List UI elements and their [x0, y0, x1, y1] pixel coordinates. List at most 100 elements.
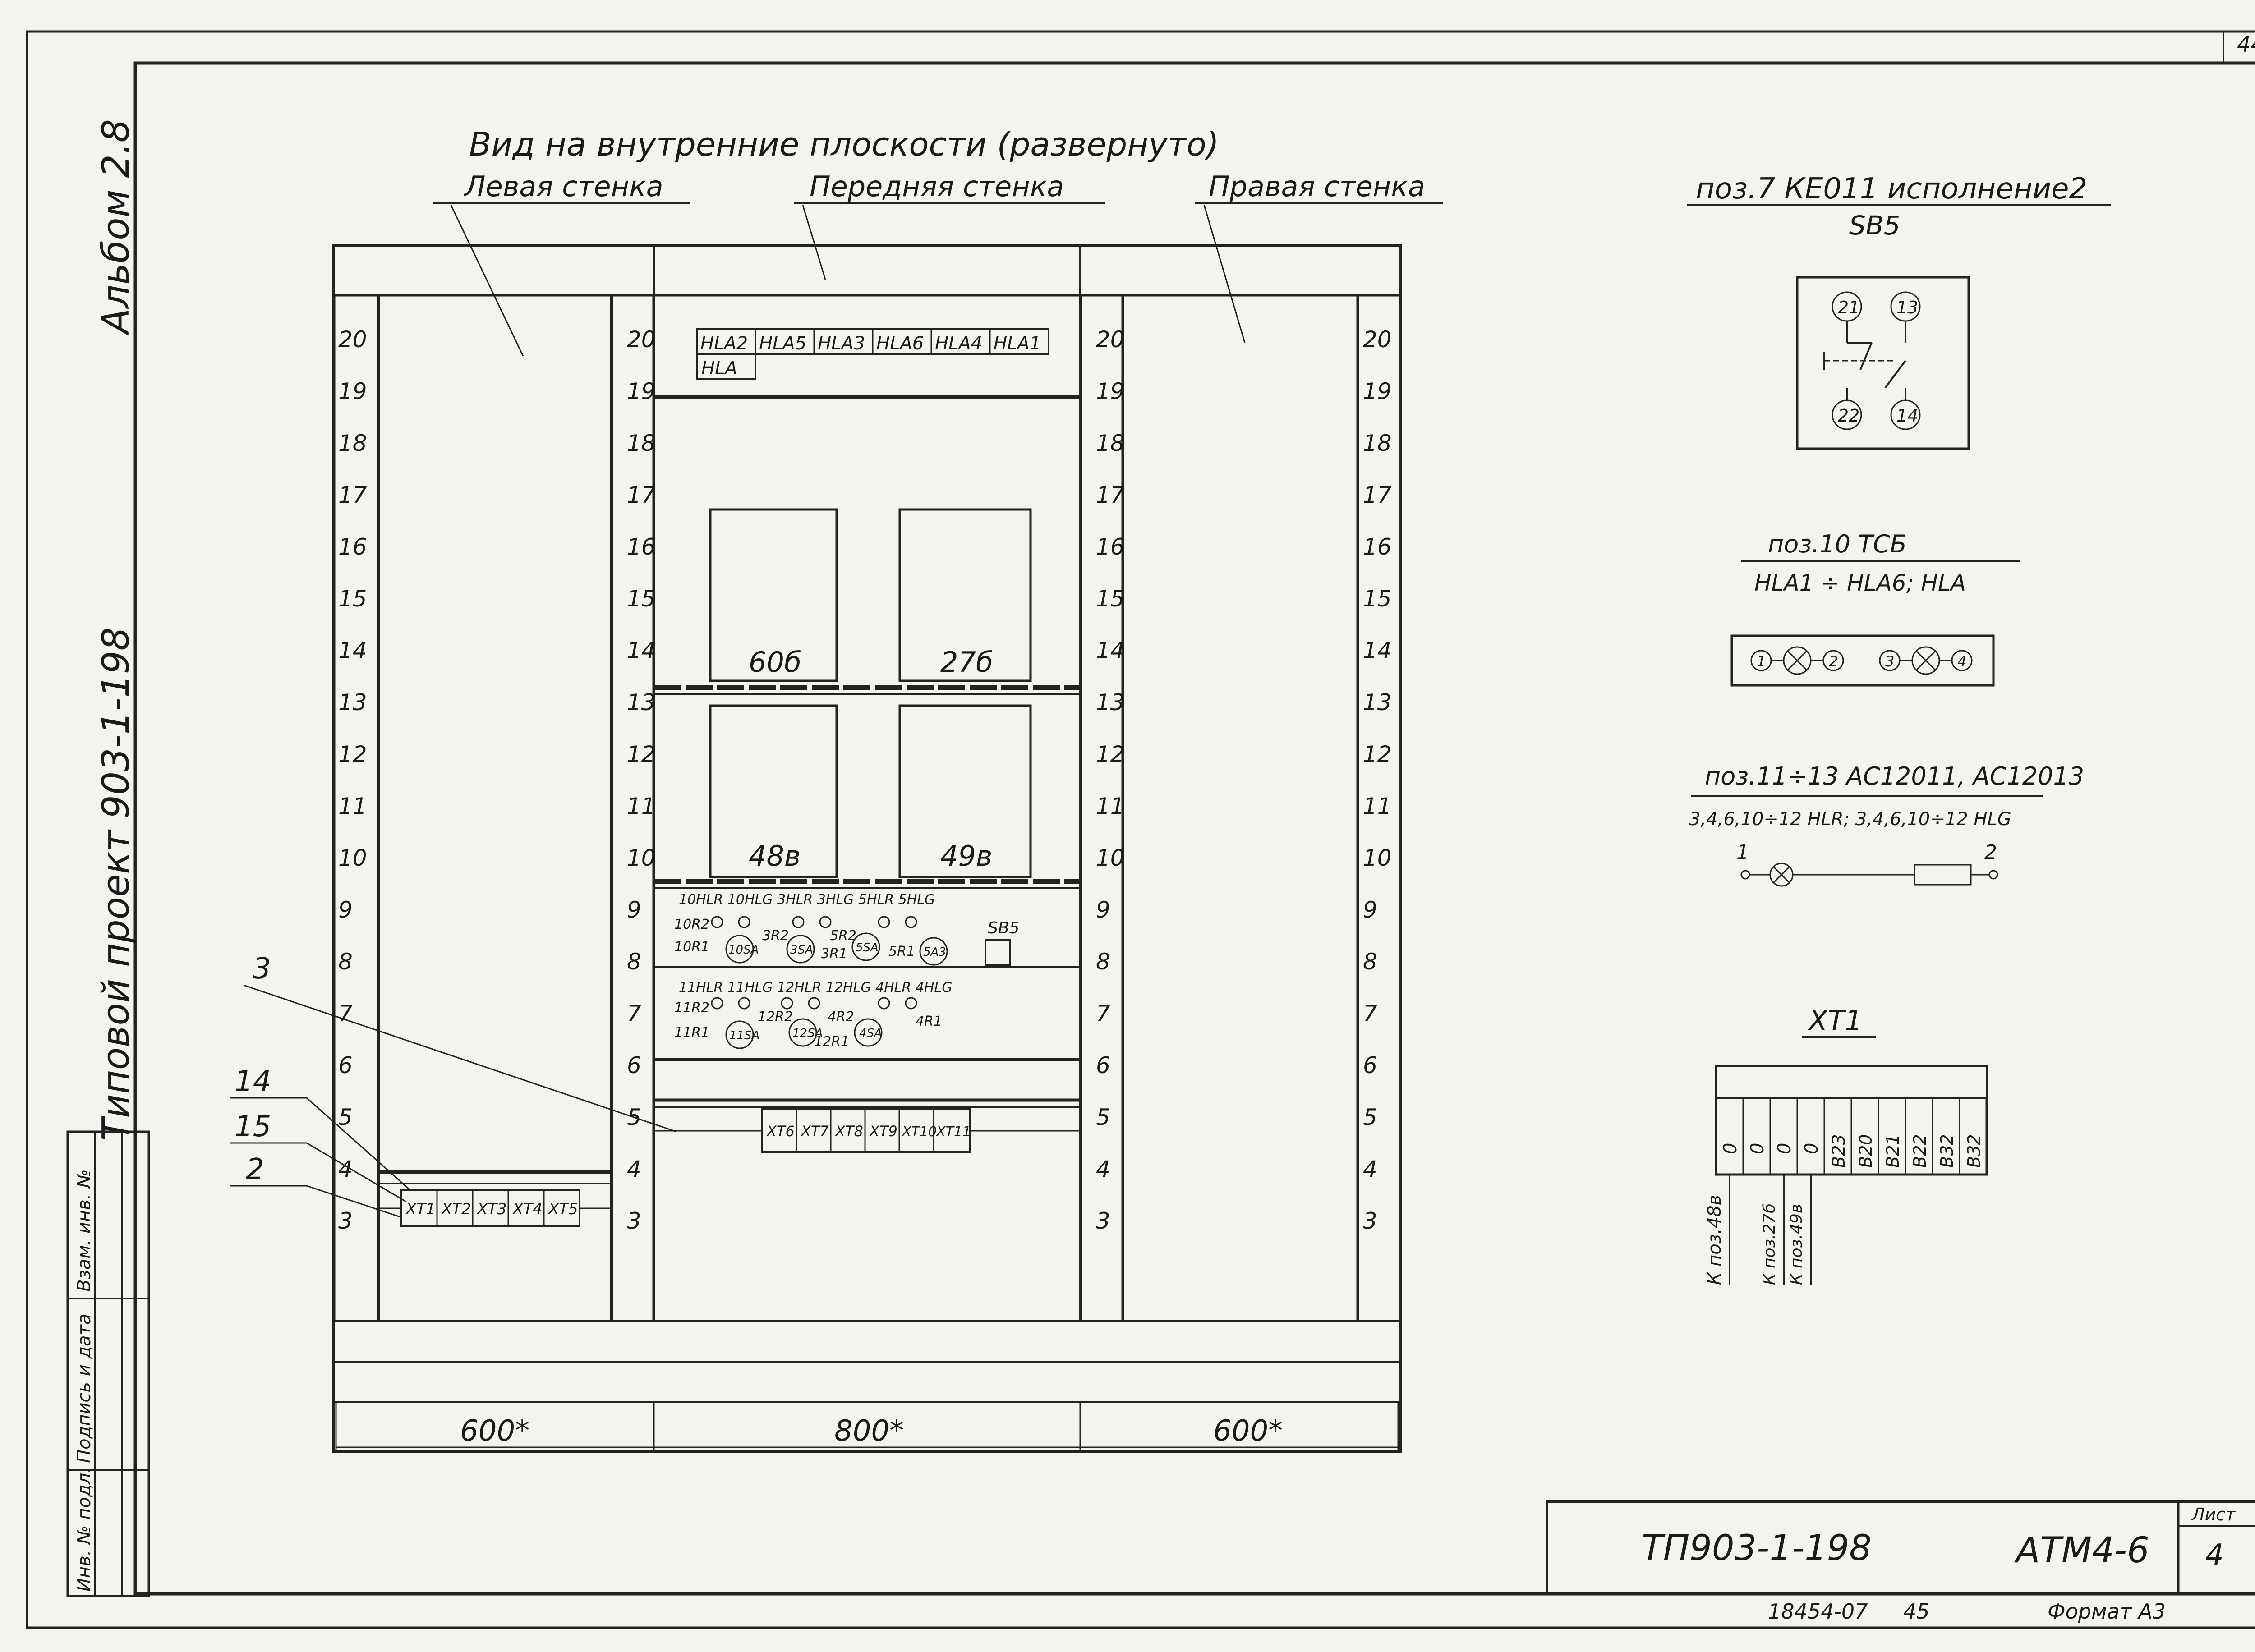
title-block-sheet-label: Лист	[2191, 1505, 2236, 1524]
svg-text:19: 19	[627, 378, 656, 404]
svg-text:20: 20	[1096, 326, 1125, 353]
svg-text:9: 9	[338, 897, 353, 923]
svg-text:В32: В32	[1964, 1134, 1984, 1168]
svg-text:13: 13	[1363, 689, 1392, 716]
svg-text:11R1: 11R1	[674, 1025, 709, 1041]
svg-text:11: 11	[338, 793, 367, 819]
svg-text:22: 22	[1838, 406, 1859, 426]
svg-text:13: 13	[1896, 298, 1918, 317]
svg-text:XT2: XT2	[441, 1200, 471, 1218]
sb5-button	[985, 939, 1011, 966]
svg-text:6: 6	[1363, 1052, 1377, 1078]
svg-text:20: 20	[1363, 326, 1392, 353]
project-vertical-label: Типовой проект 903-1-198	[95, 627, 138, 1141]
svg-text:3R2: 3R2	[762, 928, 789, 944]
svg-text:18: 18	[627, 430, 656, 456]
svg-text:20: 20	[627, 326, 656, 353]
svg-text:12R2: 12R2	[758, 1009, 793, 1025]
pos10-title: поз.10 ТСБ	[1768, 530, 1907, 558]
svg-text:XT11: XT11	[935, 1124, 971, 1140]
svg-text:6: 6	[1096, 1052, 1110, 1078]
svg-text:15: 15	[1096, 586, 1125, 612]
pos7-block: поз.7 КЕ011 исполнение2 SB5 21 13 22 14	[1687, 172, 2111, 450]
svg-text:8: 8	[1096, 949, 1110, 975]
svg-text:10: 10	[1363, 845, 1392, 871]
svg-text:19: 19	[1096, 378, 1125, 404]
pos11-subtitle: 3,4,6,10÷12 HLR; 3,4,6,10÷12 HLG	[1689, 809, 2011, 830]
dimension-line: 600* 800* 600*	[335, 1402, 1399, 1452]
svg-text:4: 4	[1096, 1156, 1110, 1182]
dimension-left: 600*	[460, 1414, 529, 1448]
lamp-label: HLA4	[935, 333, 982, 354]
svg-text:6: 6	[627, 1052, 641, 1078]
pos11-title: поз.11÷13 АС12011, АС12013	[1705, 762, 2084, 790]
right-wall-label: Правая стенка	[1209, 170, 1425, 203]
svg-text:18: 18	[1363, 430, 1392, 456]
svg-text:8: 8	[1363, 949, 1377, 975]
instrument-60b: 60б	[709, 508, 838, 682]
terminal-block-left: XT1 XT2 XT3 XT4 XT5	[379, 1189, 611, 1227]
svg-text:К поз.49в: К поз.49в	[1787, 1204, 1806, 1285]
front-wall-leader	[802, 205, 826, 280]
pos7-title: поз.7 КЕ011 исполнение2	[1696, 172, 2087, 206]
svg-text:К поз.27б: К поз.27б	[1760, 1203, 1779, 1285]
callout-15: 15	[235, 1110, 271, 1143]
svg-text:3SA: 3SA	[790, 943, 813, 957]
svg-text:3R1: 3R1	[821, 946, 847, 962]
title-block-sheet: 4	[2205, 1538, 2224, 1572]
svg-text:21: 21	[1838, 298, 1859, 317]
pos10-block: поз.10 ТСБ HLA1 ÷ HLA6; HLA 1 2 3 4	[1730, 530, 2020, 687]
svg-text:48в: 48в	[749, 840, 801, 872]
svg-text:12SA: 12SA	[792, 1027, 823, 1040]
ruler-right-inner: 20 19 18 17 16 15 14 13 12 11 10 9 8 7 6…	[1081, 294, 1125, 1322]
svg-text:4SA: 4SA	[859, 1027, 882, 1040]
callout-3: 3	[253, 952, 271, 986]
svg-text:60б: 60б	[749, 646, 801, 679]
svg-text:17: 17	[338, 482, 367, 508]
dimension-front: 800*	[834, 1414, 904, 1448]
callout-2: 2	[246, 1153, 264, 1186]
svg-text:4R2: 4R2	[828, 1009, 854, 1025]
ruler-left-inner: 20 19 18 17 16 15 14 13 12 11 10 9 8 7 6…	[612, 294, 656, 1322]
dimension-right: 600*	[1213, 1414, 1283, 1448]
pos10-subtitle: HLA1 ÷ HLA6; HLA	[1754, 570, 1966, 596]
svg-text:13: 13	[627, 689, 656, 716]
cabinet-view	[332, 244, 1402, 1453]
svg-text:10: 10	[1096, 845, 1125, 871]
svg-text:10R2: 10R2	[674, 917, 709, 932]
svg-text:5R2: 5R2	[830, 928, 856, 944]
title-block-code: АТМ4-6	[2014, 1530, 2149, 1571]
front-wall-label: Передняя стенка	[810, 170, 1064, 203]
device-row-a: 10HLR 10HLG 3HLR 3HLG 5HLR 5HLG 10R2 10R…	[674, 892, 1019, 966]
svg-text:12: 12	[338, 741, 367, 767]
svg-text:XT10: XT10	[901, 1124, 937, 1140]
svg-text:XT6: XT6	[766, 1123, 795, 1140]
device-row-a-header: 10HLR 10HLG 3HLR 3HLG 5HLR 5HLG	[679, 892, 935, 908]
svg-text:14: 14	[627, 638, 656, 664]
svg-text:14: 14	[1896, 406, 1918, 426]
outer-frame	[26, 30, 2255, 1629]
svg-text:8: 8	[338, 949, 353, 975]
svg-text:11: 11	[627, 793, 656, 819]
svg-text:10: 10	[627, 845, 656, 871]
svg-text:19: 19	[338, 378, 367, 404]
svg-text:18: 18	[1096, 430, 1125, 456]
stamp-inv-label: Инв. № подл.	[74, 1467, 95, 1592]
left-wall-leader	[450, 205, 524, 357]
svg-text:18: 18	[338, 430, 367, 456]
svg-text:14: 14	[1096, 638, 1125, 664]
svg-text:11SA: 11SA	[729, 1029, 759, 1042]
svg-text:В23: В23	[1829, 1134, 1849, 1168]
svg-text:4: 4	[1363, 1156, 1377, 1182]
svg-text:10SA: 10SA	[728, 943, 759, 957]
svg-text:14: 14	[1363, 638, 1392, 664]
svg-text:3: 3	[1885, 653, 1894, 670]
svg-text:5: 5	[338, 1104, 353, 1130]
svg-text:9: 9	[1363, 897, 1377, 923]
sb5-label: SB5	[988, 919, 1019, 937]
lamp-label-strip: HLA2 HLA5 HLA3 HLA6 HLA4 HLA1 HLA	[696, 328, 1049, 380]
svg-text:13: 13	[338, 689, 367, 716]
svg-text:20: 20	[338, 326, 367, 353]
